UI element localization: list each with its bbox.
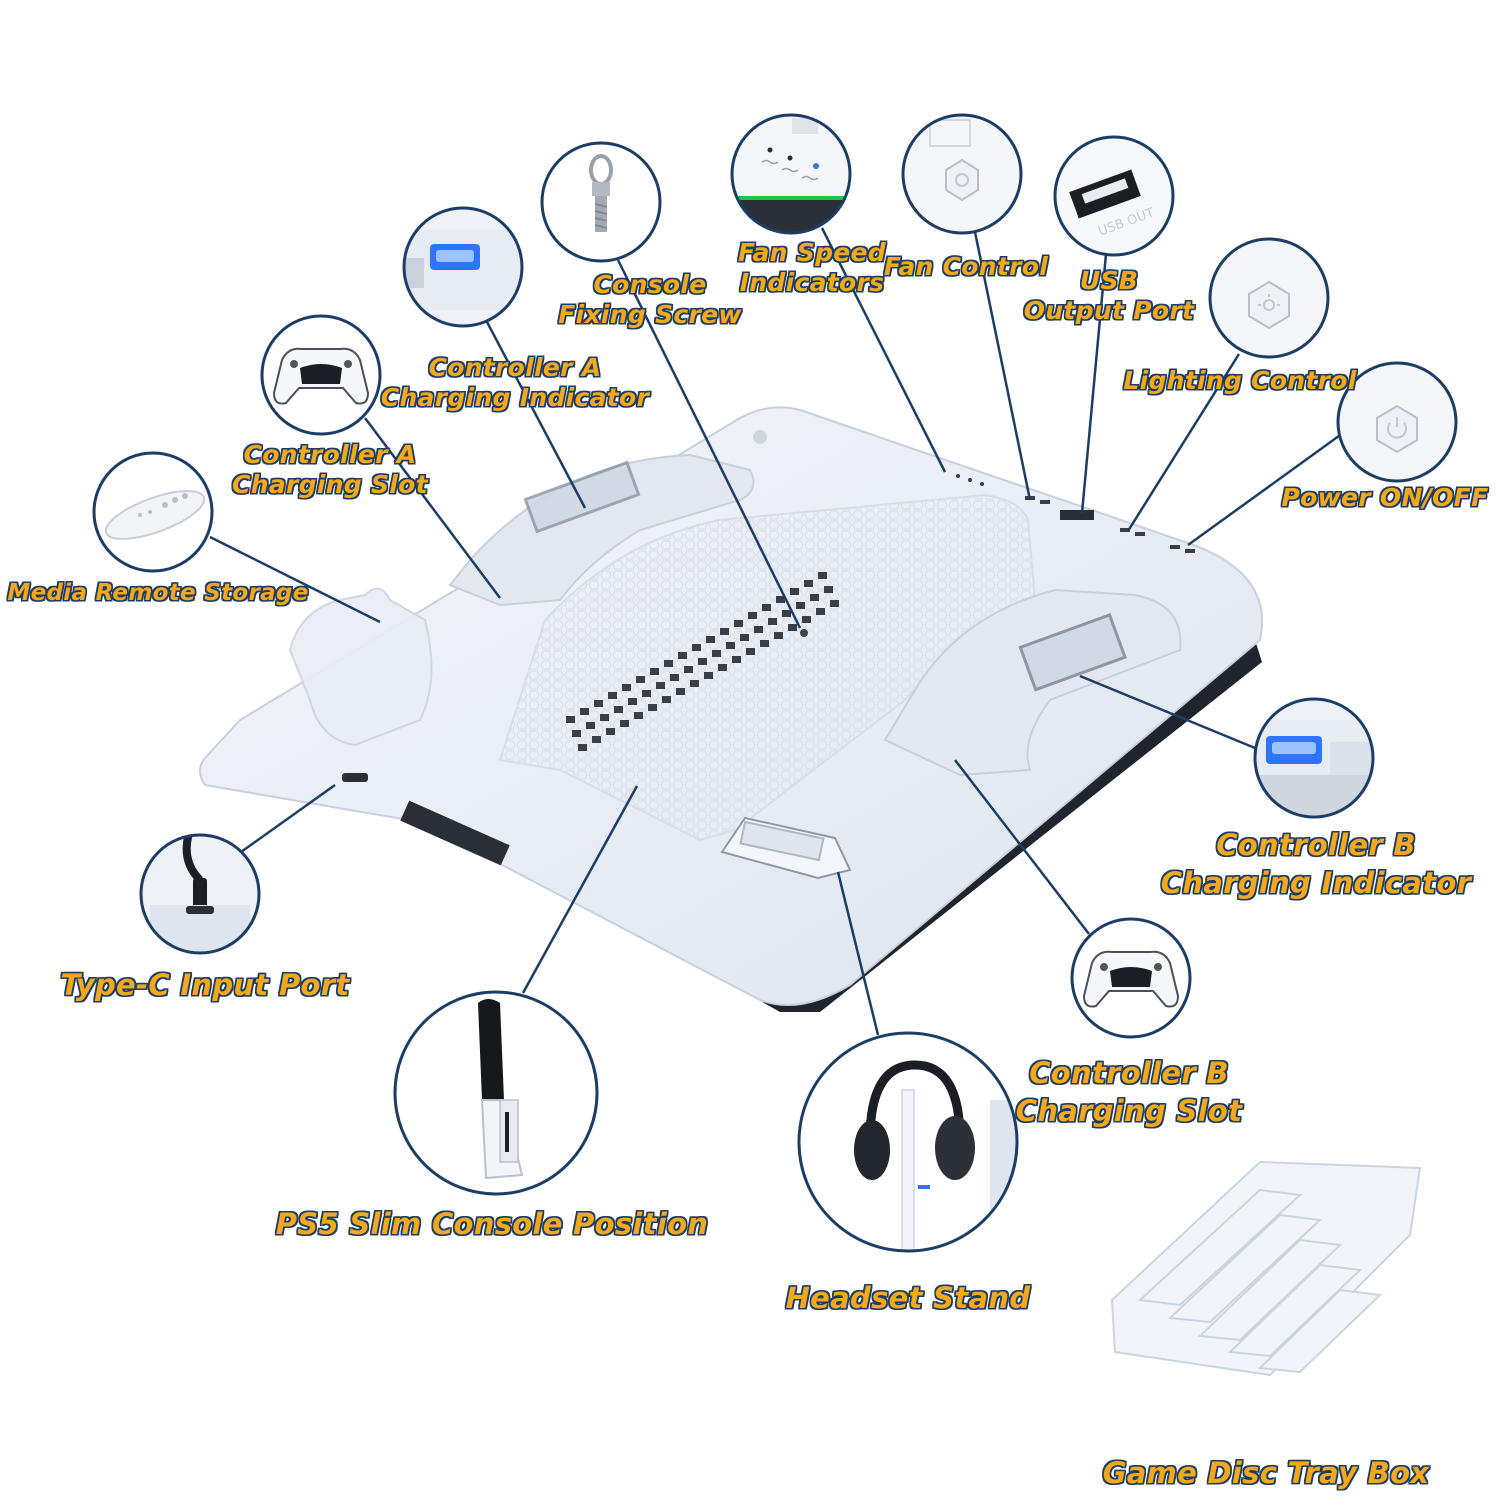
label-headset-stand: Headset Stand (785, 1281, 1031, 1315)
usb-port-icon: USB OUT (1053, 135, 1175, 257)
screw-hole (800, 629, 808, 637)
label-ps5-slim-console-position: PS5 Slim Console Position (275, 1207, 709, 1241)
blue-led-icon (402, 206, 524, 328)
fan-speed-leds-icon (730, 113, 852, 235)
blue-led-icon (1253, 697, 1375, 819)
screw-icon (540, 141, 662, 263)
label-lighting-control: Lighting Control (1123, 366, 1357, 395)
label-game-disc-tray-box: Game Disc Tray Box (1102, 1456, 1430, 1490)
fan-button-icon (901, 113, 1023, 235)
usb-c-cable-icon (139, 833, 261, 955)
label-fan-control: Fan Control (883, 252, 1049, 281)
headset-icon (797, 1031, 1019, 1253)
power-button-icon (1336, 361, 1458, 483)
charging-station-body (199, 406, 1264, 1012)
vent-holes (566, 572, 839, 751)
controller-icon (260, 314, 382, 436)
controller-icon (1070, 917, 1192, 1039)
label-type-c-input-port: Type-C Input Port (60, 968, 350, 1002)
light-button-icon (1208, 237, 1330, 359)
label-power-on-off: Power ON/OFF (1281, 483, 1489, 512)
label-media-remote-storage: Media Remote Storage (7, 580, 309, 606)
ps5-slim-icon (393, 990, 599, 1196)
media-remote-icon (92, 451, 214, 573)
leader-lines (209, 227, 1344, 1036)
disc-tray-icon (1110, 1160, 1422, 1377)
type-c-port (342, 773, 368, 782)
